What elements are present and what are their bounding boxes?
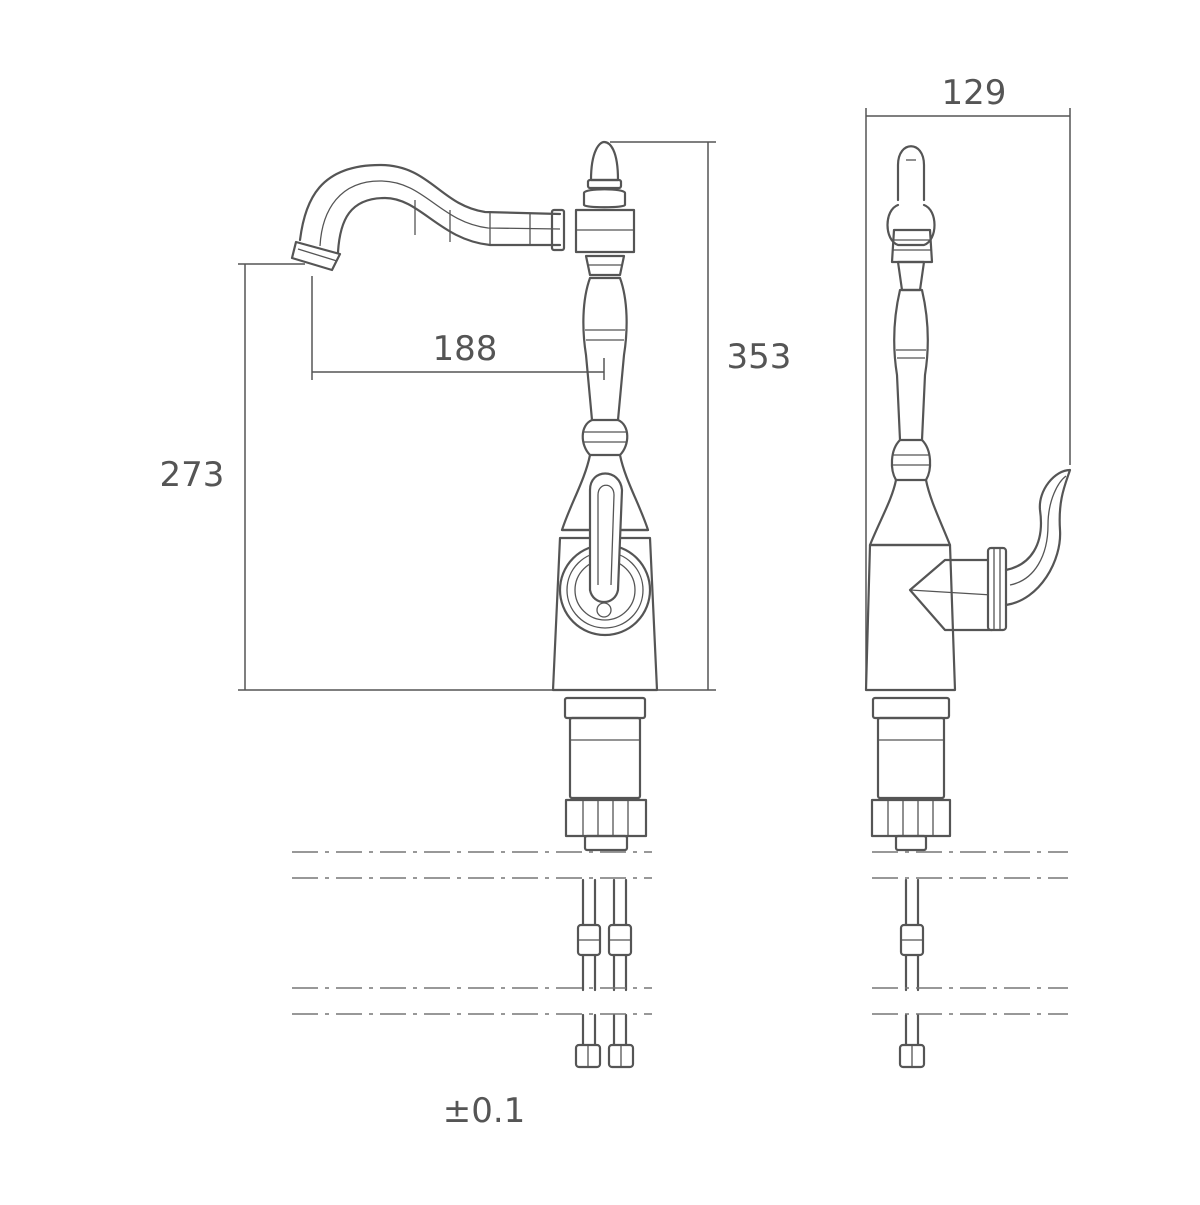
side-hose (898, 878, 926, 1069)
base-shank (563, 696, 648, 852)
dim-side-width: 129 (942, 73, 1007, 113)
dimension-lines-front (238, 141, 716, 691)
dimension-lines-side (865, 108, 1071, 690)
dim-total-height: 353 (727, 337, 792, 377)
lever-handle (588, 472, 624, 618)
tolerance-note: ±0.1 (443, 1091, 526, 1131)
side-view: 129 (864, 73, 1072, 1069)
side-body (864, 468, 1072, 692)
side-column (868, 260, 952, 547)
dim-spout-reach: 188 (433, 329, 498, 369)
break-lines-front (292, 851, 652, 1015)
side-base-shank (870, 696, 952, 852)
dim-spout-height: 273 (160, 455, 225, 495)
column (581, 254, 629, 457)
front-view: 273 188 353 ±0.1 (160, 140, 792, 1131)
break-lines-side (872, 851, 1068, 1015)
spout (290, 163, 566, 272)
supply-hoses (574, 878, 635, 1069)
finial (574, 140, 636, 254)
side-spout-top (886, 145, 936, 264)
